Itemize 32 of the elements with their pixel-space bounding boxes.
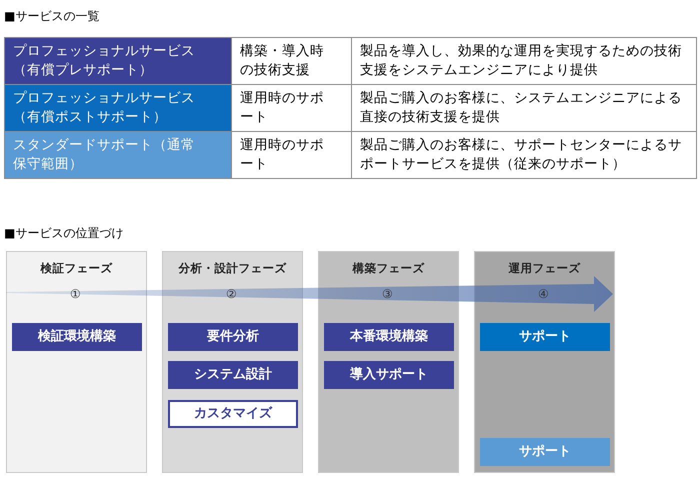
description-cell: 製品ご購入のお客様に、サポートセンターによるサポートサービスを提供（従来のサポート） [352, 132, 696, 178]
timing-cell: 運用時のサポート [232, 84, 352, 132]
timing-cell: 運用時のサポート [232, 132, 352, 178]
task-box: サポート [480, 323, 610, 351]
step-number: ④ [538, 287, 549, 301]
service-name-cell: プロフェッショナルサービス（有償ポストサポート） [4, 84, 232, 132]
step-number: ③ [382, 287, 393, 301]
task-box: カスタマイズ [168, 400, 298, 428]
phase-title: 構築フェーズ [351, 261, 426, 276]
phase-column [162, 251, 303, 473]
phase-column [6, 251, 147, 473]
task-box: 導入サポート [324, 361, 454, 389]
description-cell: 製品ご購入のお客様に、システムエンジニアによる直接の技術支援を提供 [352, 84, 696, 132]
phase-title: 分析・設計フェーズ [177, 261, 288, 276]
section-heading: ■サービスの位置づけ [4, 225, 124, 242]
task-box: 要件分析 [168, 323, 298, 351]
task-box: 本番環境構築 [324, 323, 454, 351]
phase-column [318, 251, 459, 473]
task-box: 検証環境構築 [12, 323, 142, 351]
section-heading: ■サービスの一覧 [4, 8, 100, 25]
step-number: ② [226, 287, 237, 301]
phase-title: 検証フェーズ [39, 261, 114, 276]
arrow [6, 276, 613, 312]
step-number: ① [70, 287, 81, 301]
service-name-cell: スタンダードサポート（通常保守範囲） [4, 132, 232, 178]
description-cell: 製品を導入し、効果的な運用を実現するための技術支援をシステムエンジニアにより提供 [352, 38, 696, 84]
timing-cell: 構築・導入時の技術支援 [232, 38, 352, 84]
task-box: システム設計 [168, 361, 298, 389]
phase-column [474, 251, 615, 473]
phase-title: 運用フェーズ [508, 261, 582, 276]
service-name-cell: プロフェッショナルサービス（有償プレサポート） [4, 38, 232, 84]
task-box: サポート [480, 438, 610, 466]
